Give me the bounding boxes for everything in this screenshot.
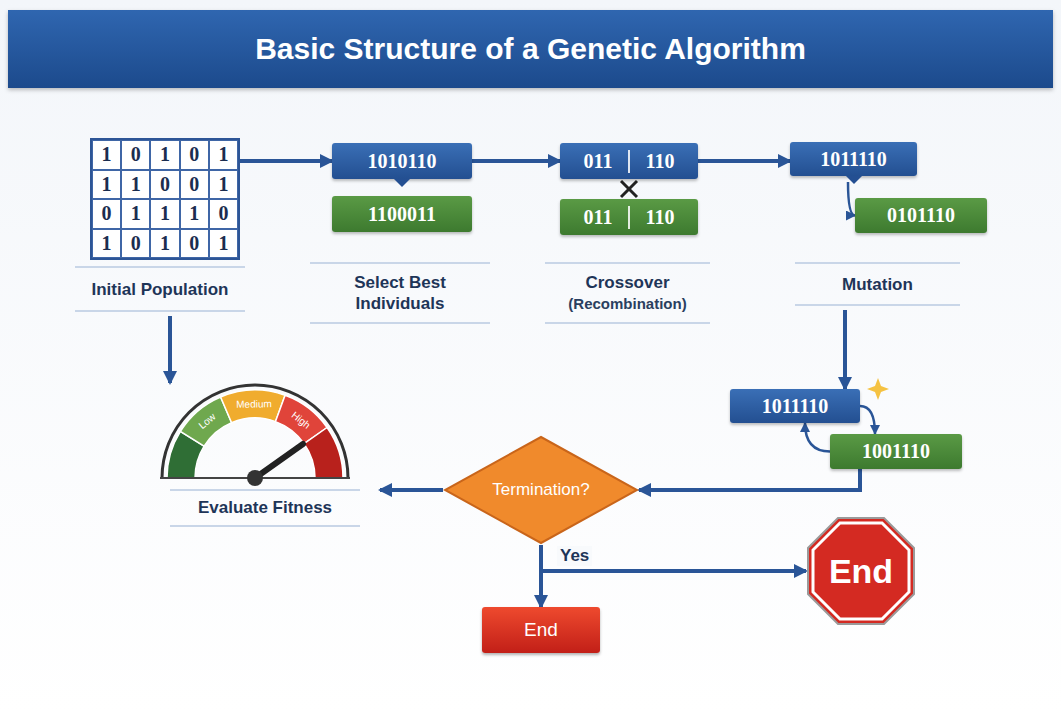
table-cell: 1 <box>92 140 121 170</box>
stop-text: End <box>829 552 893 591</box>
caption-text: Evaluate Fitness <box>170 489 360 527</box>
stop-sign: End <box>806 516 916 626</box>
chromosome-segment-box: 011110 <box>560 199 698 235</box>
stage-caption: Select Best Individuals <box>310 262 490 324</box>
caption-text: Select Best Individuals <box>316 272 484 314</box>
title-band: Basic Structure of a Genetic Algorithm <box>8 10 1053 88</box>
sparkle-icon <box>867 378 889 400</box>
table-cell: 1 <box>150 140 179 170</box>
crossover-cross <box>621 181 637 197</box>
flow-arrow <box>240 159 332 163</box>
chromosome-box: 1011110 <box>790 142 917 176</box>
table-cell: 1 <box>150 199 179 229</box>
octagon-inner-rim <box>813 523 909 619</box>
stage-caption: Mutation <box>795 262 960 306</box>
gene-segment: 011 <box>568 206 630 229</box>
table-cell: 1 <box>180 199 209 229</box>
chromosome-segment-box: 011110 <box>560 143 698 179</box>
chromosome-box: 1011110 <box>730 389 860 423</box>
chromosome-box: 1100011 <box>332 196 472 232</box>
caption-text: Initial Population <box>92 279 229 300</box>
table-cell: 0 <box>121 229 150 259</box>
table-cell: 1 <box>92 170 121 200</box>
table-cell: 0 <box>180 229 209 259</box>
node-text: 1010110 <box>368 150 437 173</box>
flow-arrow <box>805 423 830 452</box>
gene-segment: 110 <box>630 206 690 229</box>
table-cell: 0 <box>121 140 150 170</box>
table-cell: 0 <box>180 140 209 170</box>
stage-caption: Initial Population <box>75 266 245 312</box>
table-cell: 1 <box>209 229 238 259</box>
table-cell: 1 <box>92 229 121 259</box>
flow-arrow <box>639 469 860 490</box>
population-grid: 10101110010111010101 <box>90 138 240 260</box>
caption-text: Mutation <box>842 274 913 295</box>
gauge-rim <box>162 385 348 478</box>
node-text: 1011110 <box>820 148 887 171</box>
flow-arrow <box>843 310 847 389</box>
gauge-label: Medium <box>236 398 272 410</box>
chromosome-box: 0101110 <box>855 198 987 233</box>
table-cell: 1 <box>209 170 238 200</box>
chromosome-box: 1001110 <box>830 434 962 469</box>
octagon-shape <box>808 518 914 624</box>
table-cell: 0 <box>150 170 179 200</box>
flow-arrow <box>698 159 790 163</box>
node-text: 1001110 <box>862 440 930 463</box>
chromosome-box: 1010110 <box>332 143 472 179</box>
table-cell: 0 <box>92 199 121 229</box>
end-button: End <box>482 607 600 653</box>
gauge-needle <box>255 444 303 478</box>
flow-arrow <box>472 159 560 163</box>
node-text: 0101110 <box>887 204 955 227</box>
node-text: End <box>524 619 558 641</box>
gauge-hub <box>247 470 263 486</box>
flow-arrow <box>860 406 875 434</box>
node-text: 1100011 <box>368 203 436 226</box>
flow-arrow <box>848 182 855 216</box>
gene-segment: 110 <box>630 150 690 173</box>
title: Basic Structure of a Genetic Algorithm <box>255 32 806 66</box>
crossover-cross <box>621 181 637 197</box>
gene-segment: 011 <box>568 150 630 173</box>
table-cell: 1 <box>121 199 150 229</box>
flow-arrow <box>168 316 172 383</box>
flow-arrow <box>380 488 443 492</box>
flow-arrow <box>541 545 806 571</box>
fitness-gauge: LowMediumHighEvaluate Fitness <box>150 383 380 528</box>
decision-diamond: Termination? <box>443 435 639 545</box>
gauge-segment <box>221 390 286 423</box>
table-cell: 1 <box>150 229 179 259</box>
stage-caption: Crossover(Recombination) <box>545 262 710 324</box>
node-text: 1011110 <box>762 395 829 418</box>
gauge-segment <box>304 428 343 479</box>
table-cell: 0 <box>209 199 238 229</box>
edge-label: Yes <box>557 546 592 566</box>
decision-text: Termination? <box>492 480 589 500</box>
caption-text: (Recombination) <box>568 293 686 314</box>
table-cell: 1 <box>209 140 238 170</box>
diamond-shape <box>445 437 637 543</box>
caption-text: Crossover <box>585 272 669 293</box>
table-cell: 1 <box>121 170 150 200</box>
table-cell: 0 <box>180 170 209 200</box>
